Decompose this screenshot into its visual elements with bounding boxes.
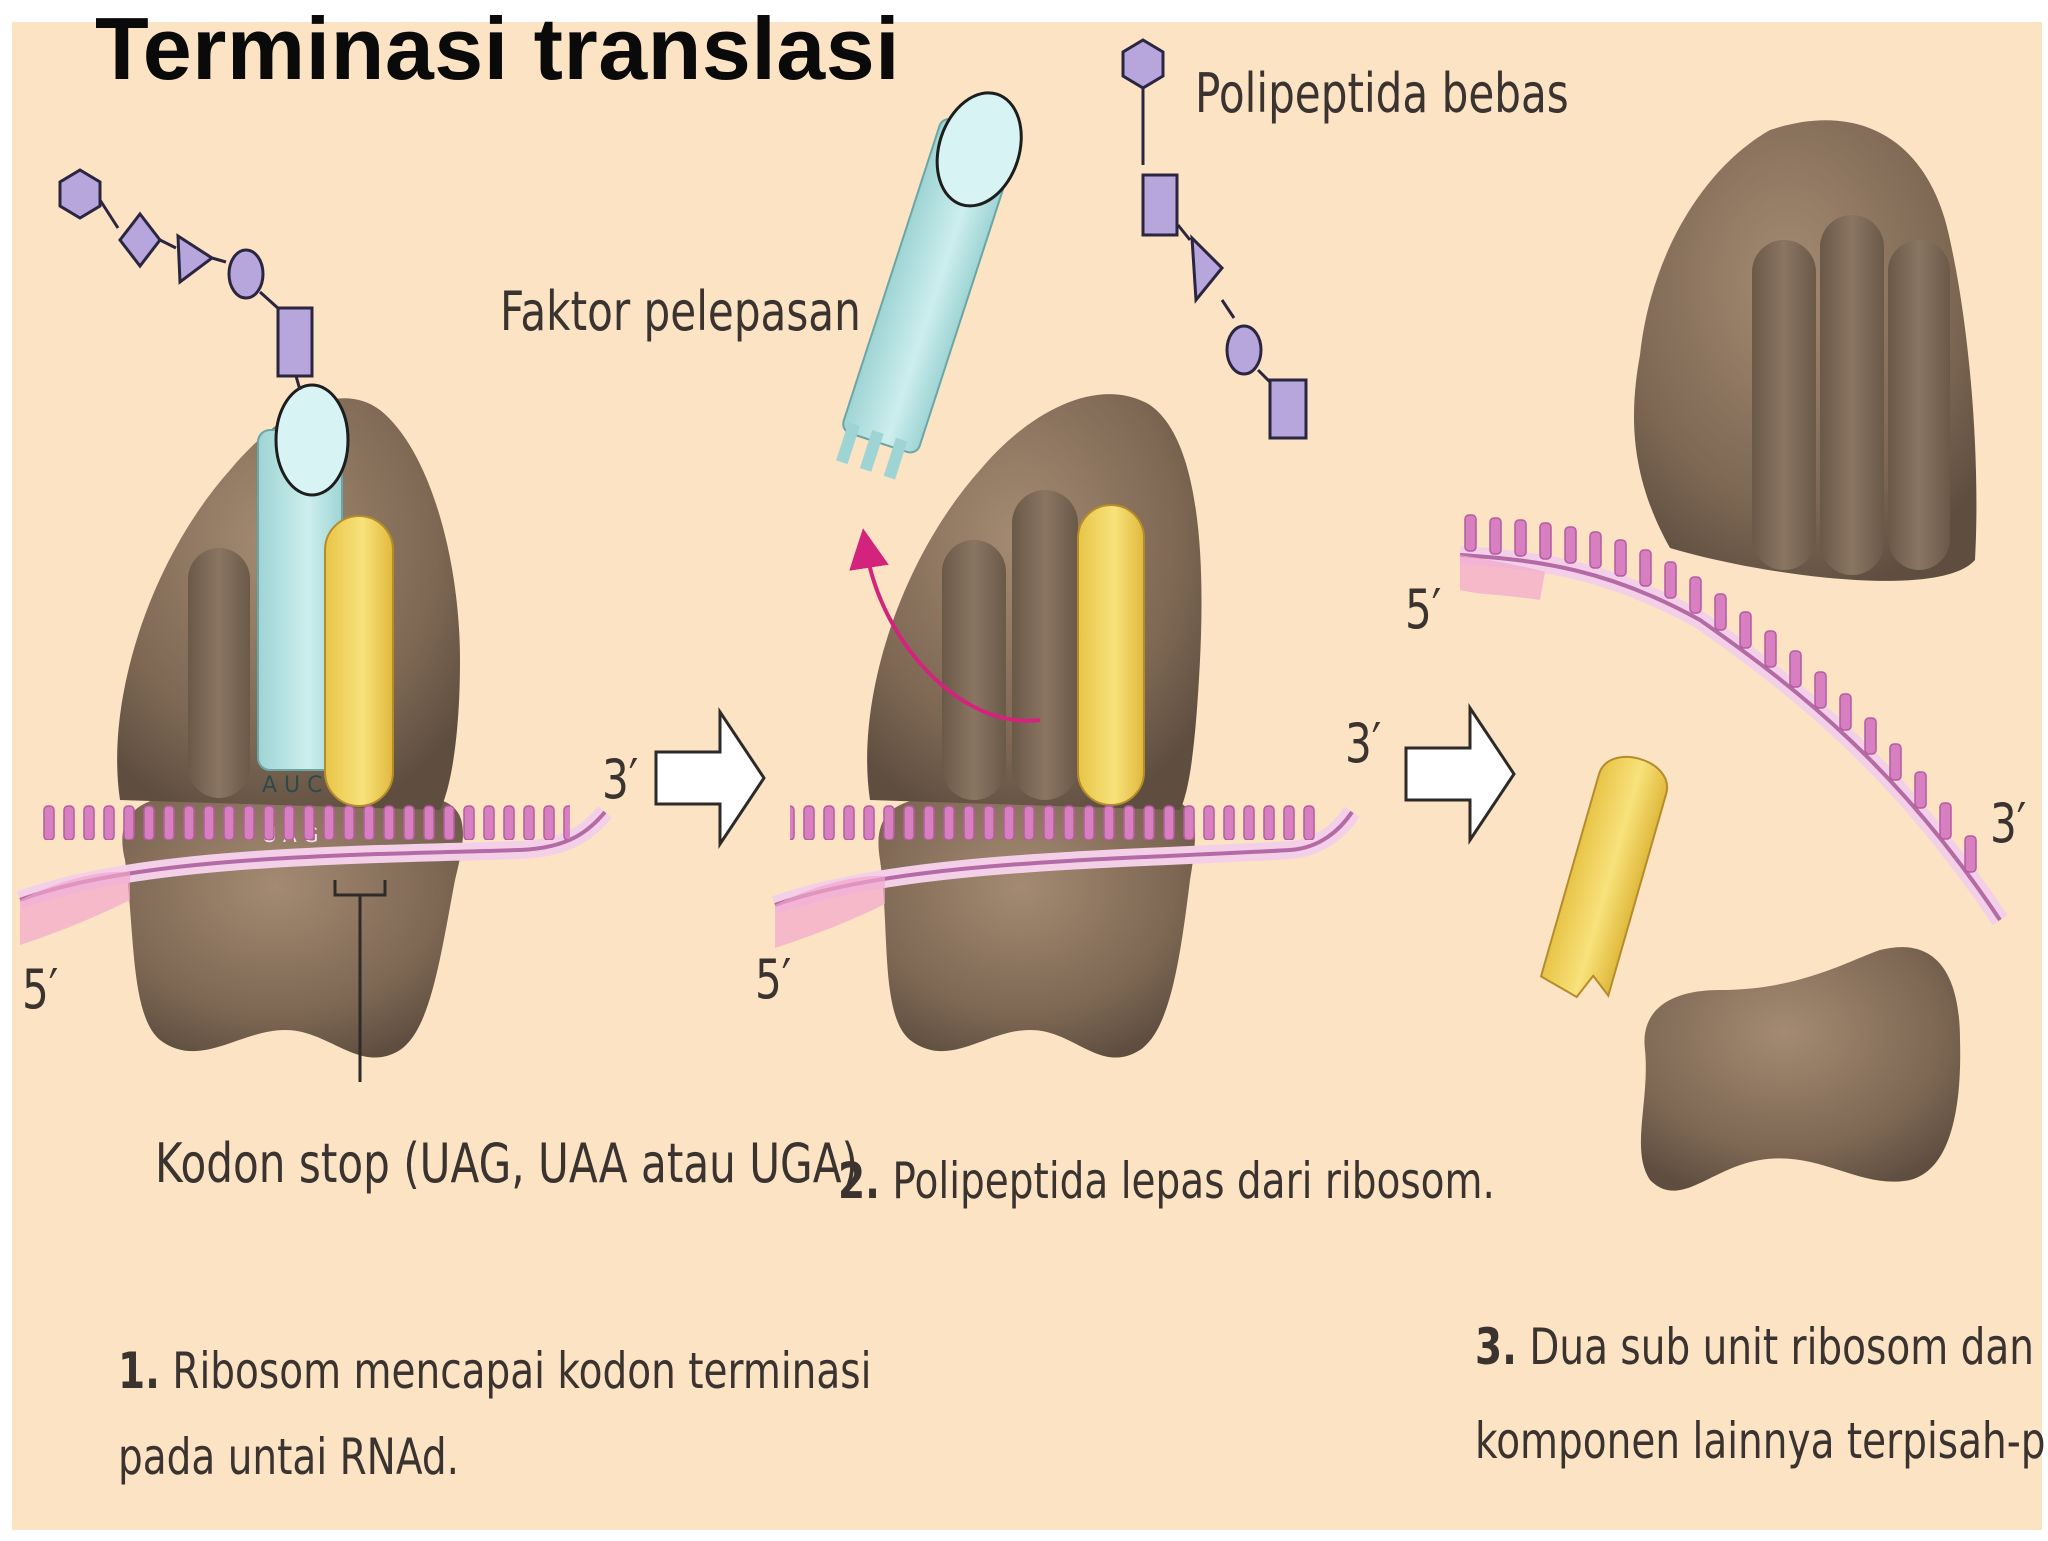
step3-caption-line2: komponen lainnya terpisah-pisah. [1475,1412,2048,1470]
label-5-prime-step3: 5′ [1405,578,1442,641]
separated-large-subunit [1640,947,1961,1191]
anticodon-label-1: A U C [262,773,323,798]
released-trna [1539,756,1669,999]
step3-illustration [1459,120,2008,1191]
label-3-prime-step2: 3′ [1345,712,1382,775]
subunit-channel-3a [1752,240,1816,570]
subunit-channel-3b [1820,215,1884,575]
square-icon [1141,173,1179,237]
stop-codon-bracket [333,880,387,1082]
free-polypeptide [1121,38,1308,440]
right-arrow-icon [654,707,766,849]
release-factor-top-1 [274,383,350,497]
mrna-5-tail-1 [20,871,130,945]
hexagon-icon [1121,38,1165,90]
step2-caption: 2. Polipeptida lepas dari ribosom. [838,1152,1495,1210]
square-icon [1268,378,1308,440]
mrna-bases-2 [790,802,1320,842]
polypeptide-chain-1 [58,168,314,391]
triangle-icon [1190,234,1225,304]
circle-icon [1225,324,1263,376]
step1-illustration: A U C U A G [16,168,612,1082]
circle-icon [227,248,265,300]
ribosome-channel-2b [1012,490,1078,800]
page-title: Terminasi translasi [95,0,901,98]
subunit-channel-3c [1888,240,1950,570]
label-polipeptida-bebas: Polipeptida bebas [1195,62,1569,125]
label-5-prime-step2: 5′ [755,948,792,1011]
step1-caption-line2: pada untai RNAd. [118,1428,459,1486]
step2-text: Polipeptida lepas dari ribosom. [892,1152,1495,1210]
trna-2 [1077,504,1145,806]
step3-number: 3. [1475,1318,1517,1376]
mrna-bases-1 [40,800,570,840]
step1-text: Ribosom mencapai kodon terminasi [172,1342,872,1400]
step2-number: 2. [838,1152,880,1210]
label-kodon-stop: Kodon stop (UAG, UAA atau UGA) [155,1132,858,1195]
ribosome-channel-1a [188,548,250,798]
step3-text: Dua sub unit ribosom dan [1529,1318,2034,1376]
trna-1 [324,515,394,807]
mrna-5-tail-3 [1460,555,1545,600]
mrna-line-3 [1459,553,2002,922]
step3-caption-line1: 3. Dua sub unit ribosom dan [1475,1318,2034,1376]
mrna-bases-3 [1464,514,1977,873]
step1-number: 1. [118,1342,160,1400]
step1-caption-line1: 1. Ribosom mencapai kodon terminasi [118,1342,871,1400]
label-3-prime-step1: 3′ [602,748,639,811]
hexagon-icon [58,168,102,220]
release-factor-released [836,91,1023,480]
triangle-icon [176,233,215,285]
mrna-5-tail-2 [775,875,885,948]
step2-illustration [771,38,1360,1058]
square-icon [276,306,314,378]
release-arrow [849,528,1041,723]
label-5-prime-step1: 5′ [22,958,59,1021]
label-3-prime-step3: 3′ [1990,792,2027,855]
ribosome-channel-2a [942,540,1006,800]
label-faktor-pelepasan: Faktor pelepasan [500,280,861,343]
diamond-icon [118,211,162,269]
right-arrow-icon [1404,703,1516,845]
